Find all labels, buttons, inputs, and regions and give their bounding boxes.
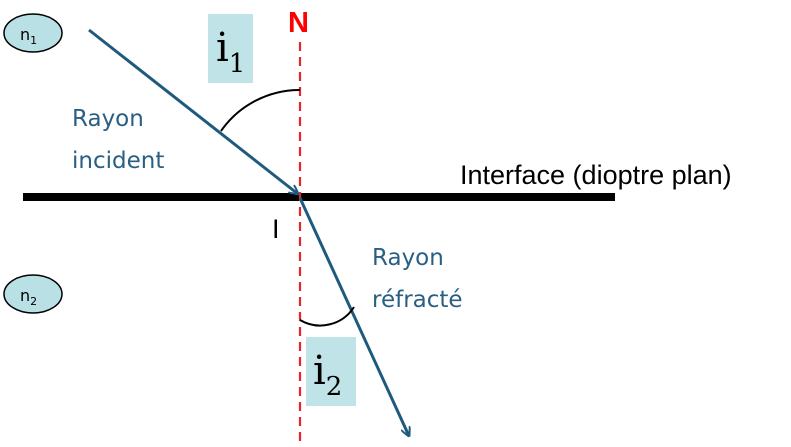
svg-text:n1: n1 xyxy=(20,25,37,47)
svg-text:n2: n2 xyxy=(20,286,37,308)
normal-label: N xyxy=(288,7,309,39)
incident-ray xyxy=(88,28,298,194)
medium-1-label: n1 xyxy=(3,13,63,53)
refracted-ray-label-line2: réfracté xyxy=(372,287,463,313)
angle-refraction-label: i2 xyxy=(306,337,356,406)
angle-incidence-label: i1 xyxy=(208,14,253,83)
medium-1-circle xyxy=(3,13,63,53)
angle-arc-incidence xyxy=(220,88,301,132)
medium-1-symbol: n xyxy=(20,25,30,44)
angle-refraction-subscript: 2 xyxy=(326,372,343,402)
medium-2-circle xyxy=(3,274,63,314)
medium-2-label: n2 xyxy=(3,274,63,314)
medium-2-symbol: n xyxy=(20,286,30,305)
angle-arc-refraction xyxy=(299,306,355,327)
medium-1-subscript: 1 xyxy=(30,34,37,47)
medium-2-subscript: 2 xyxy=(30,295,37,308)
angle-incidence-symbol: i xyxy=(216,25,229,71)
svg-text:i2: i2 xyxy=(313,348,342,402)
angle-refraction-symbol: i xyxy=(313,348,326,394)
refracted-ray xyxy=(298,197,409,436)
incident-ray-label-line2: incident xyxy=(72,148,164,174)
angle-incidence-box xyxy=(208,14,253,83)
svg-text:i1: i1 xyxy=(216,25,245,79)
refracted-ray-label-line1: Rayon xyxy=(372,245,444,271)
incident-ray-label-line1: Rayon xyxy=(72,106,144,132)
angle-refraction-box xyxy=(306,337,356,406)
incidence-point-label: I xyxy=(272,214,280,244)
interface-label: Interface (dioptre plan) xyxy=(460,160,732,190)
angle-incidence-subscript: 1 xyxy=(229,49,246,79)
